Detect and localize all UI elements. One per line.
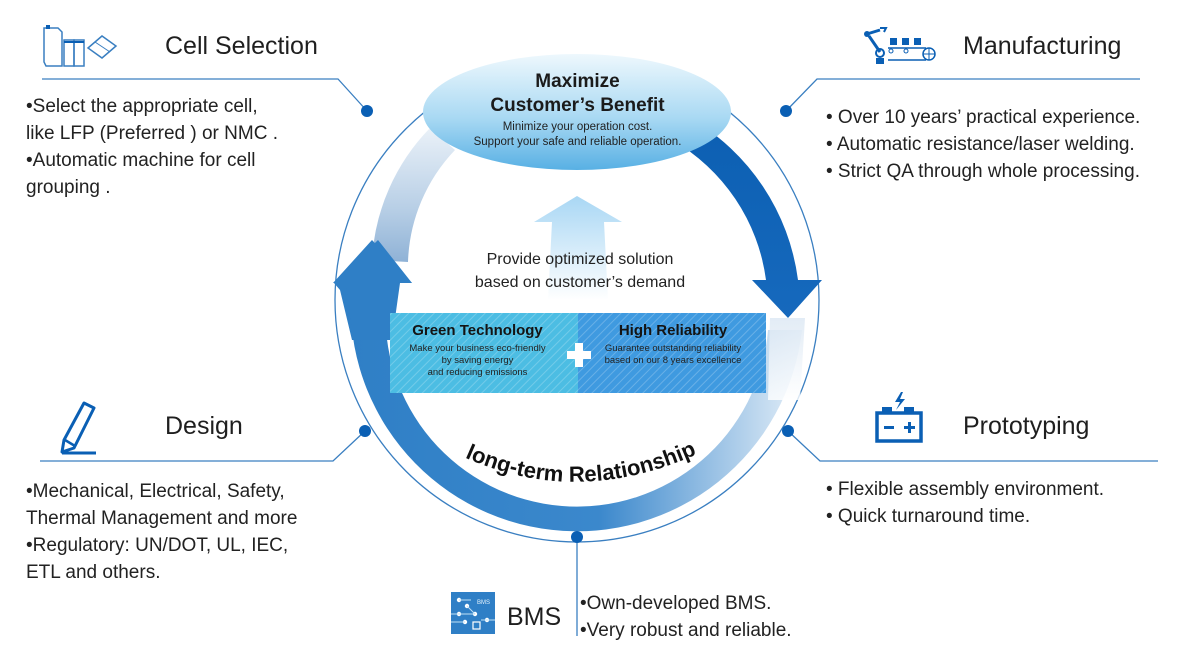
svg-text:BMS: BMS <box>477 600 490 606</box>
bullet-item: •Select the appropriate cell, <box>26 96 258 117</box>
reliability-box-line: based on our 8 years excellence <box>604 355 742 366</box>
ring-label: long-term Relationship <box>463 436 699 487</box>
middle-text: Provide optimized solution based on cust… <box>430 248 730 294</box>
manufacturing-bullets: • Over 10 years’ practical experience. •… <box>826 104 1140 185</box>
middle-line2: based on customer’s demand <box>474 274 686 291</box>
bullet-item: • Strict QA through whole processing. <box>826 161 1140 182</box>
green-box-line: Make your business eco-friendly <box>409 343 546 354</box>
bullet-item: •Regulatory: UN/DOT, UL, IEC, <box>26 535 289 556</box>
design-bullets: •Mechanical, Electrical, Safety, Thermal… <box>26 478 297 586</box>
green-box-line: and reducing emissions <box>427 367 528 378</box>
battery-charge-icon <box>875 390 925 449</box>
battery-cells-icon <box>40 24 118 73</box>
right-down-arrow <box>672 118 822 318</box>
center-block: Maximize Customer’s Benefit Minimize you… <box>440 70 715 150</box>
bullet-item: •Automatic machine for cell <box>26 150 256 171</box>
circuit-board-icon: BMS <box>451 592 495 639</box>
bullet-item: ETL and others. <box>26 562 161 583</box>
bullet-item: •Mechanical, Electrical, Safety, <box>26 481 285 502</box>
reliability-box-line: Guarantee outstanding reliability <box>604 343 742 354</box>
design-dot <box>359 425 371 437</box>
bullet-item: grouping . <box>26 177 111 198</box>
robot-conveyor-icon <box>862 26 942 71</box>
manufacturing-connector <box>785 78 1140 112</box>
bullet-item: •Very robust and reliable. <box>580 620 792 641</box>
prototyping-dot <box>782 425 794 437</box>
bullet-item: Thermal Management and more <box>26 508 298 529</box>
center-ellipse <box>423 54 731 170</box>
center-sub-line1: Minimize your operation cost. <box>502 121 653 133</box>
cell-selection-title: Cell Selection <box>165 32 318 60</box>
bullet-item: • Quick turnaround time. <box>826 506 1031 527</box>
bms-dot <box>571 531 583 543</box>
center-title-line2: Customer’s Benefit <box>490 95 665 116</box>
cell-selection-connector <box>42 78 368 112</box>
prototyping-title: Prototyping <box>963 412 1090 440</box>
prototyping-bullets: • Flexible assembly environment. • Quick… <box>826 476 1104 530</box>
manufacturing-dot <box>780 105 792 117</box>
center-title-line1: Maximize <box>535 71 620 92</box>
design-connector <box>40 430 366 462</box>
center-sub-line2: Support your safe and reliable operation… <box>473 136 682 148</box>
bullet-item: • Flexible assembly environment. <box>826 479 1105 500</box>
green-box-line: by saving energy <box>441 355 514 366</box>
prototyping-connector <box>787 430 1158 462</box>
bullet-item: like LFP (Preferred ) or NMC . <box>26 123 278 144</box>
bullet-item: • Over 10 years’ practical experience. <box>826 107 1141 128</box>
left-arc-fade <box>372 128 455 262</box>
pencil-icon <box>56 400 100 461</box>
bullet-item: • Automatic resistance/laser welding. <box>826 134 1135 155</box>
middle-line1: Provide optimized solution <box>486 251 674 268</box>
bms-bullets: •Own-developed BMS. •Very robust and rel… <box>580 590 792 644</box>
high-reliability-box: High Reliability Guarantee outstanding r… <box>588 322 758 367</box>
green-box-title: Green Technology <box>412 322 543 339</box>
cell-selection-bullets: •Select the appropriate cell, like LFP (… <box>26 93 278 201</box>
up-arrow <box>534 196 622 300</box>
green-technology-box: Green Technology Make your business eco-… <box>390 322 565 379</box>
reliability-box-title: High Reliability <box>618 322 728 339</box>
design-title: Design <box>165 412 243 440</box>
cell-selection-dot <box>361 105 373 117</box>
manufacturing-title: Manufacturing <box>963 32 1122 60</box>
bms-title: BMS <box>507 603 562 631</box>
bullet-item: •Own-developed BMS. <box>580 593 772 614</box>
